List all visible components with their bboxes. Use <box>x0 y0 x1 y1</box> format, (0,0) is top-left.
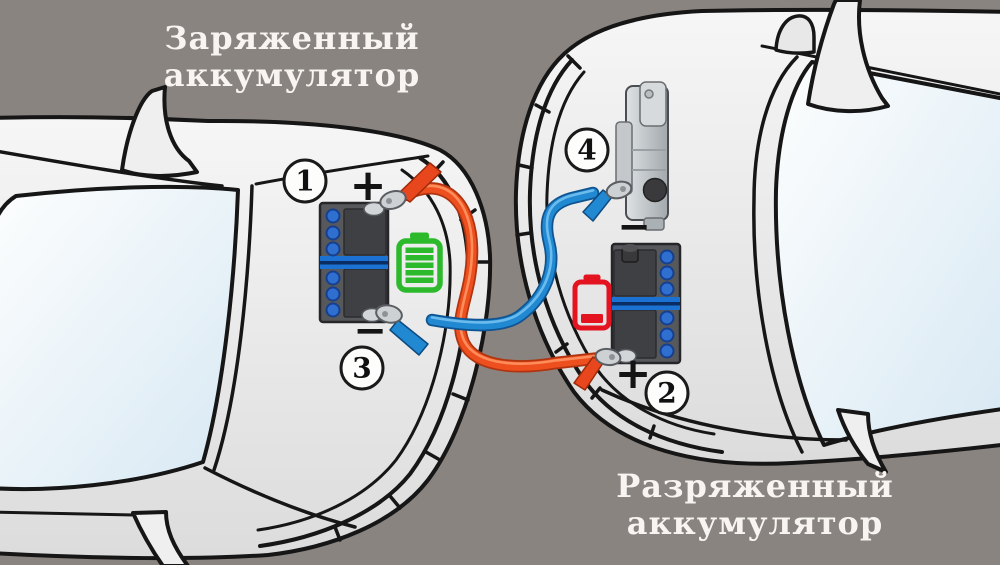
recipient-side-mirror <box>806 0 890 114</box>
discharged-battery-label: Разряженный аккумулятор <box>560 468 950 542</box>
red-clamp-dead-positive <box>573 347 622 391</box>
donor-side-mirror-bottom <box>131 510 190 565</box>
donor-car <box>0 85 493 565</box>
donor-side-mirror <box>120 85 199 178</box>
battery-cell-caps <box>325 208 341 318</box>
battery-low-icon <box>572 274 612 331</box>
engine-ground-block <box>615 81 669 231</box>
discharged-battery <box>610 242 682 365</box>
step-badge-1: 1 <box>282 158 328 204</box>
battery-full-icon <box>396 232 443 293</box>
blue-clamp-engine-ground <box>582 180 633 222</box>
donor-positive-terminal <box>363 201 385 217</box>
donor-windshield <box>0 184 240 492</box>
recipient-windshield <box>773 60 1000 447</box>
minus-sign-engine: − <box>617 204 651 250</box>
battery-cell-caps <box>659 249 675 359</box>
positive-jumper-cable <box>398 182 608 373</box>
recipient-car <box>513 0 1000 474</box>
recipient-side-mirror-bottom <box>836 408 888 474</box>
minus-sign-donor: − <box>353 308 387 354</box>
charged-label-line2: аккумулятор <box>163 56 421 94</box>
red-clamp-donor-positive <box>379 162 442 211</box>
plus-sign-donor: + <box>349 160 387 211</box>
step-badge-3: 3 <box>339 345 385 391</box>
discharged-label-line2: аккумулятор <box>626 504 884 542</box>
step-badge-2: 2 <box>644 370 690 416</box>
discharged-label-line1: Разряженный <box>616 467 894 505</box>
charged-battery-label: Заряженный аккумулятор <box>97 20 487 94</box>
charged-label-line1: Заряженный <box>164 19 420 57</box>
blue-clamp-donor-negative <box>375 304 429 356</box>
step-badge-4: 4 <box>564 127 610 173</box>
negative-jumper-cable <box>425 186 600 332</box>
plus-sign-dead: + <box>614 348 652 399</box>
charged-battery <box>318 201 390 324</box>
